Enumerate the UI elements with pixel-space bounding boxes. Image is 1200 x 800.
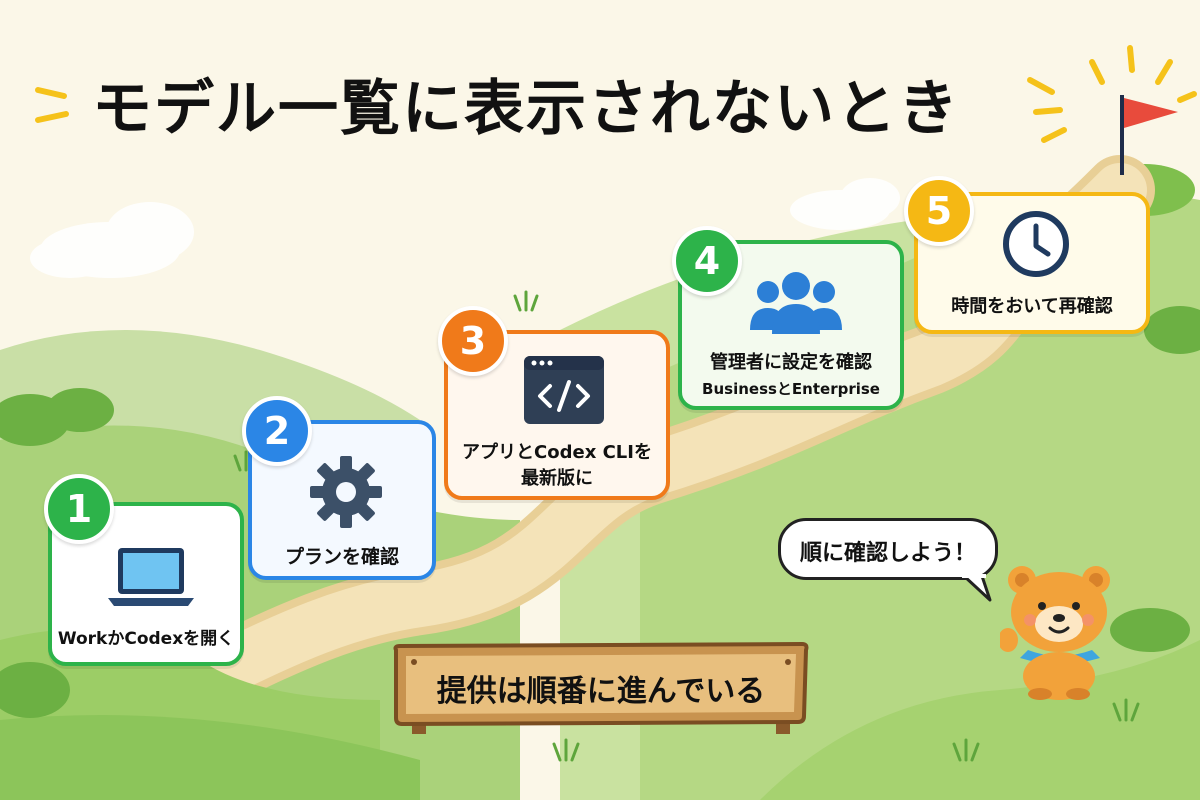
speech-bubble-tail [962, 574, 992, 602]
clock-icon [1003, 211, 1069, 277]
sign-text: 提供は順番に進んでいる [436, 674, 766, 709]
summit-flag [1120, 95, 1178, 175]
step-badge-3: 3 [438, 306, 508, 376]
laptop-icon [108, 548, 194, 606]
step-sublabel-4: BusinessとEnterprise [702, 380, 880, 398]
page-title: モデル一覧に表示されないとき [92, 74, 960, 144]
step-label-5: 時間をおいて再確認 [951, 296, 1113, 317]
step-label-4: 管理者に設定を確認 [710, 352, 872, 373]
step-label-2: プランを確認 [284, 546, 399, 568]
step-badge-4: 4 [672, 226, 742, 296]
cloud-right [790, 178, 900, 230]
step-card-5: 時間をおいて再確認 [914, 192, 1150, 334]
step-sublabel-3: 最新版に [521, 468, 593, 489]
step-badge-1: 1 [44, 474, 114, 544]
code-window-icon [524, 356, 604, 424]
step-badge-5: 5 [904, 176, 974, 246]
step-label-1: WorkかCodexを開く [57, 629, 235, 649]
step-label-3: アプリとCodex CLIを [462, 442, 652, 463]
gear-icon [310, 456, 382, 528]
wooden-sign [393, 642, 809, 734]
sparkle-marks [35, 45, 1197, 143]
speech-bubble: 順に確認しよう！ [778, 518, 998, 580]
speech-text: 順に確認しよう！ [799, 541, 976, 566]
bear-mascot [1000, 566, 1110, 700]
users-icon [750, 272, 842, 334]
cloud-left [30, 202, 194, 278]
step-badge-2: 2 [242, 396, 312, 466]
